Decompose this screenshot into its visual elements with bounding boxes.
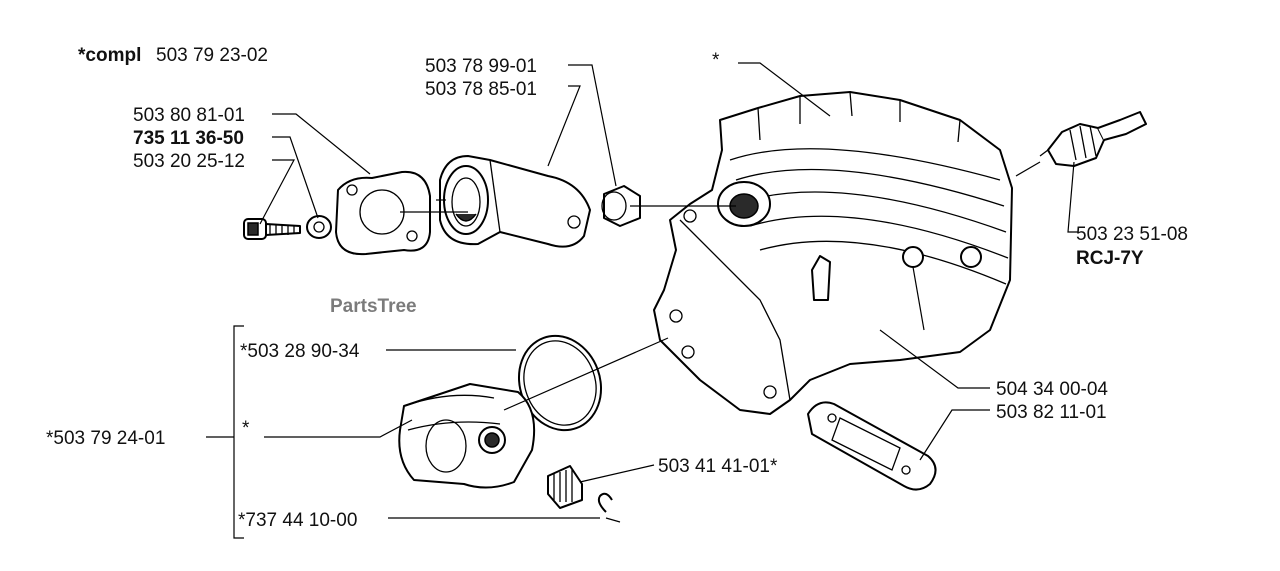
piston-ring-label: *503 28 90-34 [240,341,360,362]
needle-bearing-part [547,465,583,509]
intake-part [439,155,591,248]
circlip-label: *737 44 10-00 [238,510,357,531]
needle-bearing-label: 503 41 41-01* [658,456,778,477]
spark-plug-number-label: 503 23 51-08 [1076,224,1188,245]
piston-star-label: * [242,418,250,439]
spark-plug-type-label: RCJ-7Y [1076,248,1144,269]
leader-lines [206,62,1078,539]
screw-part [243,218,301,240]
flange-part [335,170,431,256]
piston-assy-label: *503 79 24-01 [46,428,165,449]
piston-part [398,383,536,489]
intake-a-label: 503 78 99-01 [425,56,537,77]
compl-number-label: 503 79 23-02 [156,45,268,66]
decomp-valve-label: 504 34 00-04 [996,379,1108,400]
circlip-part [597,492,613,513]
watermark: PartsTree [330,296,417,317]
washer-part [306,215,332,239]
gasket-part [807,401,937,491]
screw-label: 503 20 25-12 [133,151,245,172]
piston-ring-part [517,334,603,432]
gasket-label: 503 82 11-01 [996,402,1107,423]
cylinder-star-label: * [712,50,720,71]
washer-label: 735 11 36-50 [133,128,244,149]
intake-b-label: 503 78 85-01 [425,79,537,100]
sleeve-part [601,185,641,227]
spark-plug-part [1039,111,1147,167]
flange-label: 503 80 81-01 [133,105,245,126]
cylinder-part [653,91,1013,415]
compl-prefix-label: *compl [78,45,141,66]
